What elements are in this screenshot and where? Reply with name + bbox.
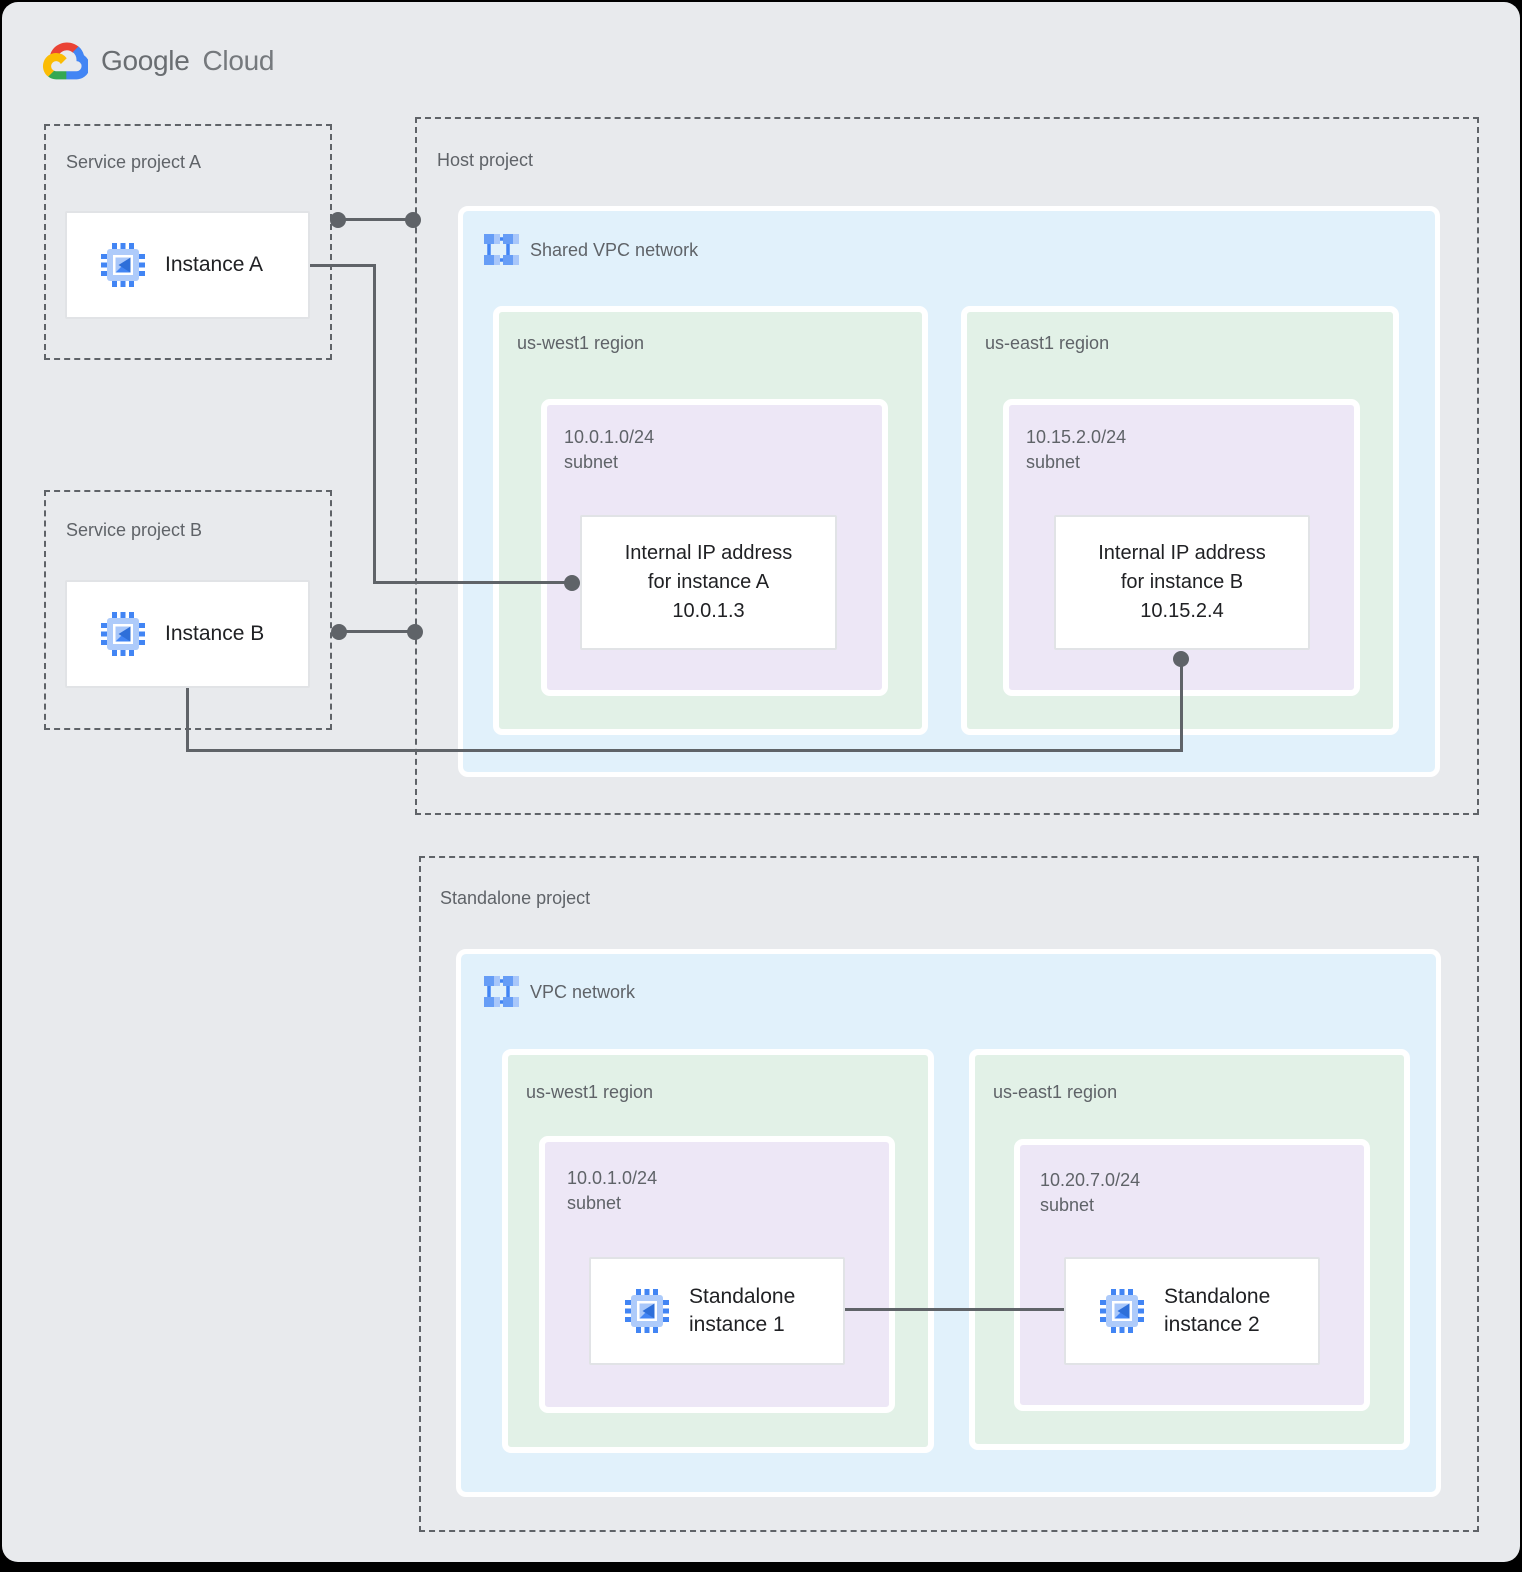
standalone-project-box: Standalone project VPC network us-west1 … <box>419 856 1479 1532</box>
host-east-subnet-label: 10.15.2.0/24 subnet <box>1026 425 1126 475</box>
google-cloud-logo-icon <box>42 42 88 80</box>
connector-standalone-instances <box>845 1308 1064 1311</box>
connector-dot <box>1173 651 1189 667</box>
connector-dot <box>330 212 346 228</box>
instance-a-card: Instance A <box>65 211 310 319</box>
standalone-east-subnet-cidr: 10.20.7.0/24 <box>1040 1170 1141 1190</box>
internal-ip-instance-a-card: Internal IP address for instance A 10.0.… <box>580 515 837 650</box>
connector-instance-b-seg2 <box>186 749 1183 752</box>
ip-a-line3: 10.0.1.3 <box>672 600 745 622</box>
service-project-b-box: Service project B Instance B <box>44 490 332 730</box>
standalone-instance-2-card: Standalone instance 2 <box>1064 1257 1320 1365</box>
standalone-instance-1-label: Standalone instance 1 <box>689 1283 795 1339</box>
ip-b-line2: for instance B <box>1120 571 1244 593</box>
ip-a-line2: for instance A <box>647 571 770 593</box>
shared-vpc-network-label: Shared VPC network <box>530 239 699 260</box>
standalone-east-subnet-word: subnet <box>1040 1195 1095 1215</box>
ip-b-line3: 10.15.2.4 <box>1140 600 1224 622</box>
standalone-west-subnet-box: 10.0.1.0/24 subnet Standalone instance 1 <box>539 1136 895 1413</box>
standalone-instance-2-line1: Standalone <box>1164 1285 1271 1308</box>
host-west-subnet-word: subnet <box>564 452 619 472</box>
internal-ip-instance-b-card: Internal IP address for instance B 10.15… <box>1054 515 1310 650</box>
vpc-network-box: VPC network us-west1 region 10.0.1.0/24 … <box>456 949 1441 1497</box>
service-project-a-label: Service project A <box>66 152 202 172</box>
host-east-subnet-cidr: 10.15.2.0/24 <box>1026 427 1127 447</box>
connector-service-a-host <box>338 218 413 221</box>
vpc-network-icon <box>482 232 519 267</box>
standalone-us-west1-region-label: us-west1 region <box>526 1082 654 1102</box>
connector-dot <box>407 624 423 640</box>
host-east-subnet-word: subnet <box>1026 452 1081 472</box>
service-project-a-box: Service project A Instance A <box>44 124 332 360</box>
host-east-subnet-box: 10.15.2.0/24 subnet Internal IP address … <box>1003 399 1360 696</box>
instance-b-card: Instance B <box>65 580 310 688</box>
standalone-west-subnet-cidr: 10.0.1.0/24 <box>567 1168 658 1188</box>
vpc-network-label: VPC network <box>530 981 636 1002</box>
connector-instance-a-seg1 <box>310 264 376 267</box>
standalone-us-west1-region-box: us-west1 region 10.0.1.0/24 subnet Stand… <box>502 1049 934 1453</box>
connector-dot <box>331 624 347 640</box>
standalone-east-subnet-box: 10.20.7.0/24 subnet Standalone instance … <box>1014 1139 1370 1411</box>
standalone-west-subnet-word: subnet <box>567 1193 622 1213</box>
host-west-subnet-cidr: 10.0.1.0/24 <box>564 427 655 447</box>
ip-b-line1: Internal IP address <box>1098 542 1266 564</box>
standalone-instance-1-card: Standalone instance 1 <box>589 1257 845 1365</box>
connector-dot <box>405 212 421 228</box>
shared-vpc-network-header: Shared VPC network <box>479 231 698 269</box>
standalone-instance-2-line2: instance 2 <box>1164 1313 1260 1336</box>
compute-engine-chip-icon <box>1100 1289 1144 1333</box>
standalone-west-subnet-label: 10.0.1.0/24 subnet <box>567 1166 657 1216</box>
host-us-east1-region-box: us-east1 region 10.15.2.0/24 subnet Inte… <box>961 306 1399 735</box>
host-project-label: Host project <box>437 150 534 170</box>
connector-dot <box>564 575 580 591</box>
connector-instance-a-seg2 <box>373 264 376 582</box>
standalone-us-east1-region-box: us-east1 region 10.20.7.0/24 subnet Stan… <box>969 1049 1410 1450</box>
ip-a-line1: Internal IP address <box>624 542 793 564</box>
shared-vpc-network-box: Shared VPC network us-west1 region 10.0.… <box>458 206 1440 777</box>
host-west-subnet-label: 10.0.1.0/24 subnet <box>564 425 654 475</box>
standalone-instance-1-line2: instance 1 <box>689 1313 785 1336</box>
connector-instance-b-seg1 <box>186 688 189 752</box>
internal-ip-instance-a-text: Internal IP address for instance A 10.0.… <box>625 539 793 626</box>
instance-a-label: Instance A <box>165 253 264 276</box>
host-west-subnet-box: 10.0.1.0/24 subnet Internal IP address f… <box>541 399 888 696</box>
compute-engine-chip-icon <box>101 612 145 656</box>
service-project-b-label: Service project B <box>66 520 203 540</box>
connector-instance-b-seg3 <box>1180 658 1183 752</box>
host-us-west1-region-box: us-west1 region 10.0.1.0/24 subnet Inter… <box>493 306 928 735</box>
standalone-instance-1-line1: Standalone <box>689 1285 796 1308</box>
host-us-west1-region-label: us-west1 region <box>517 333 645 353</box>
connector-instance-a-seg3 <box>373 581 573 584</box>
vpc-network-icon <box>482 974 519 1009</box>
compute-engine-chip-icon <box>101 243 145 287</box>
internal-ip-instance-b-text: Internal IP address for instance B 10.15… <box>1098 539 1266 626</box>
instance-b-label: Instance B <box>165 622 265 645</box>
standalone-instance-2-label: Standalone instance 2 <box>1164 1283 1270 1339</box>
host-us-east1-region-label: us-east1 region <box>985 333 1110 353</box>
vpc-network-header: VPC network <box>479 973 635 1011</box>
standalone-us-east1-region-label: us-east1 region <box>993 1082 1118 1102</box>
logo-text-cloud: Cloud <box>202 45 275 76</box>
connector-service-b-host <box>339 630 415 633</box>
standalone-east-subnet-label: 10.20.7.0/24 subnet <box>1040 1168 1140 1218</box>
host-project-box: Host project Shared VPC network us-west1… <box>415 117 1479 815</box>
standalone-project-label: Standalone project <box>440 888 591 908</box>
google-cloud-logo: Google Cloud <box>42 42 274 80</box>
compute-engine-chip-icon <box>625 1289 669 1333</box>
logo-text-google: Google <box>101 45 190 76</box>
